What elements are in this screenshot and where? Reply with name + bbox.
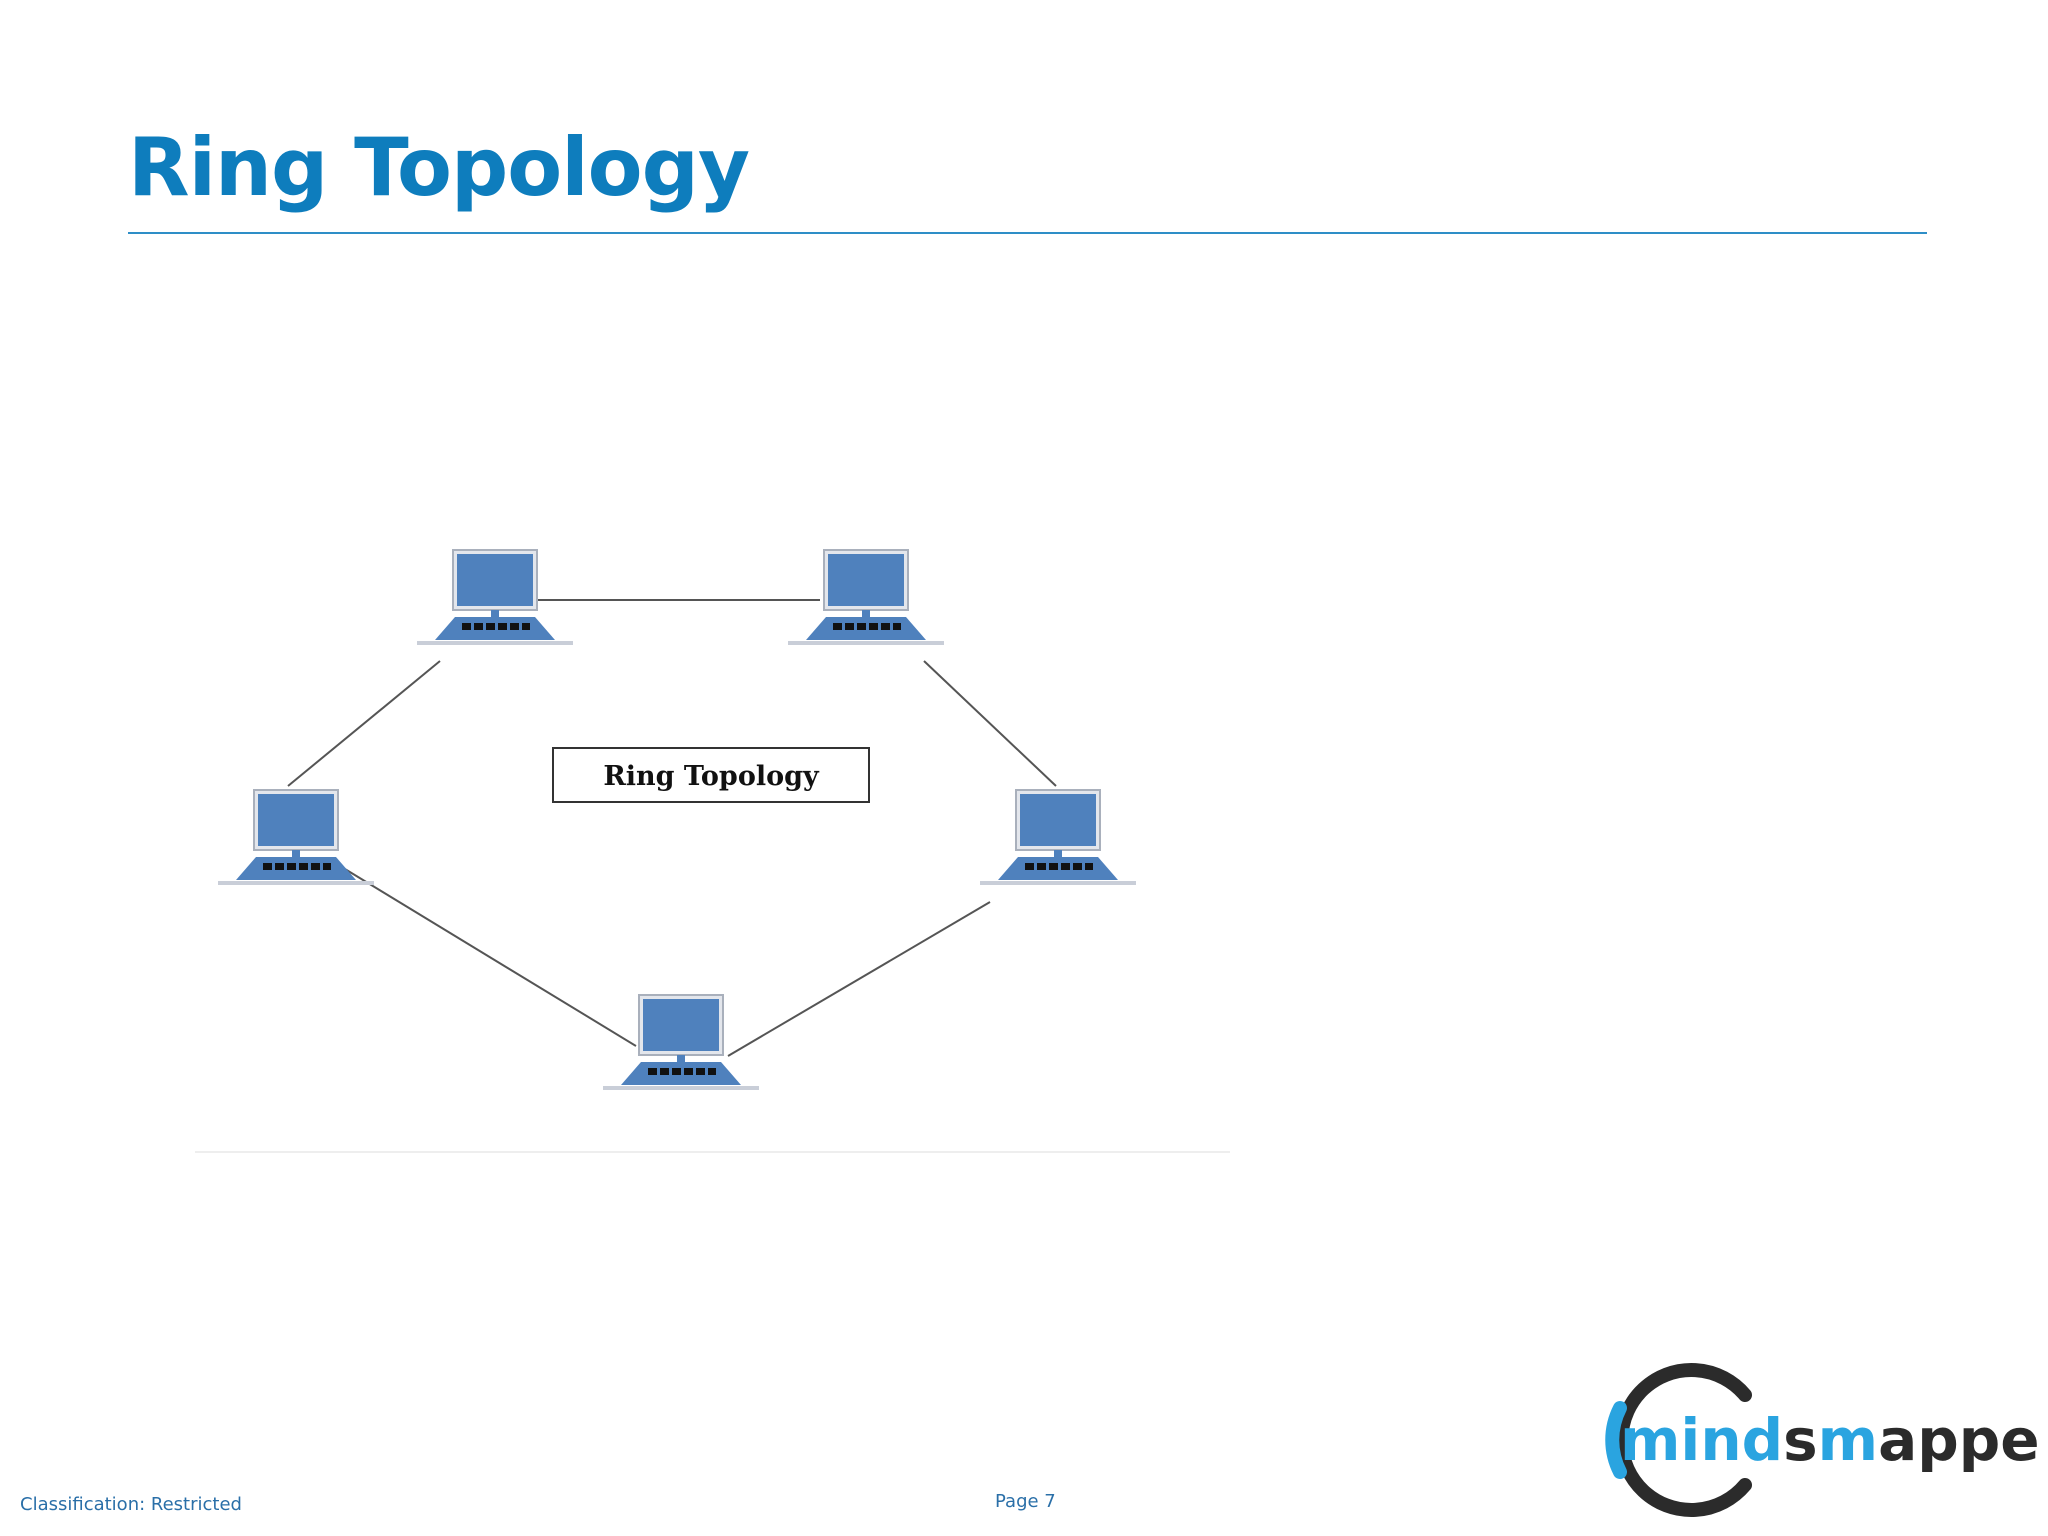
link-left-lower bbox=[339, 865, 637, 1047]
mindsmapped-logo: mindsmapped bbox=[1605, 1363, 2040, 1517]
diagram-label: Ring Topology bbox=[603, 761, 820, 792]
computer-node-bottom bbox=[602, 994, 760, 1091]
page-number: Page 7 bbox=[995, 1491, 1056, 1512]
link-right-upper bbox=[923, 660, 1057, 787]
svg-text:mindsmapped: mindsmapped bbox=[1620, 1406, 2040, 1474]
desktop-computer-icon bbox=[416, 549, 574, 646]
desktop-computer-icon bbox=[979, 789, 1137, 886]
diagram-label-box bbox=[552, 747, 870, 803]
computer-node-mid-left bbox=[217, 789, 375, 886]
desktop-computer-icon bbox=[217, 789, 375, 886]
desktop-computer-icon bbox=[602, 994, 760, 1091]
slide-title: Ring Topology bbox=[128, 121, 750, 214]
link-left-upper bbox=[287, 660, 441, 787]
computer-node-top-left bbox=[416, 549, 574, 646]
title-divider bbox=[128, 232, 1927, 234]
link-right-lower bbox=[727, 901, 991, 1057]
computer-node-mid-right bbox=[979, 789, 1137, 886]
computer-node-top-right bbox=[787, 549, 945, 646]
desktop-computer-icon bbox=[787, 549, 945, 646]
classification-label: Classification: Restricted bbox=[20, 1494, 242, 1515]
ring-links bbox=[287, 599, 1057, 1057]
